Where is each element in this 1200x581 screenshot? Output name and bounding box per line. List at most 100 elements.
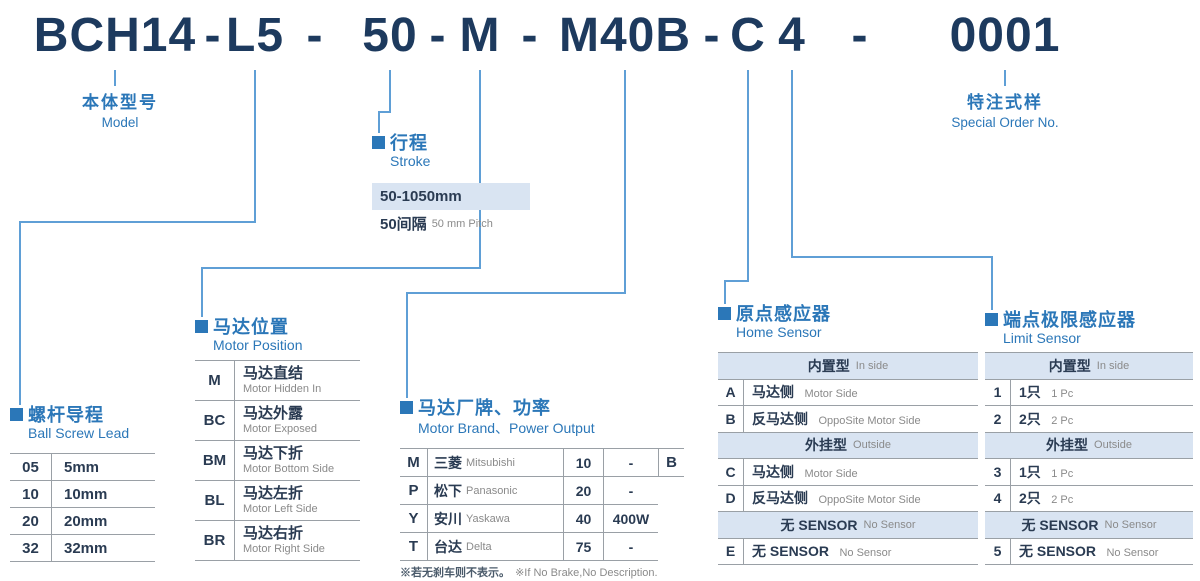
title-segment-limit-sensor: 4 xyxy=(778,9,806,62)
sensor-desc-zh: 2只 xyxy=(1019,490,1041,507)
section-bullet-icon xyxy=(718,306,731,320)
title-dash: - xyxy=(306,9,324,62)
power-code: 75 xyxy=(564,533,604,560)
brand-note: ※若无刹车则不表示。 ※If No Brake,No Description. xyxy=(400,564,684,580)
brand-code: T xyxy=(400,533,428,560)
table-row: Y 安川 Yaskawa 40 400W xyxy=(400,505,658,533)
motor-brand-table: M 三菱 Mitsubishi 10 - B P 松下 Panasonic 20… xyxy=(400,448,684,561)
group-header-en: No Sensor xyxy=(863,518,916,531)
power-code: 20 xyxy=(564,477,604,504)
table-row: M 三菱 Mitsubishi 10 - B xyxy=(400,449,684,477)
special-order-callout-zh: 特注式样 xyxy=(967,93,1043,112)
group-header-zh: 内置型 xyxy=(1048,357,1091,374)
lead-title-zh: 螺杆导程 xyxy=(28,405,104,425)
position-desc-zh: 马达直结 xyxy=(243,364,304,382)
lead-value: 32mm xyxy=(64,539,108,557)
sensor-code: C xyxy=(718,459,744,485)
table-row: B 反马达侧 OppoSite Motor Side xyxy=(718,406,978,433)
group-header-en: In side xyxy=(855,359,889,372)
position-desc-en: Motor Exposed xyxy=(243,423,317,436)
limit-sensor-header: 端点极限感应器 xyxy=(985,308,1193,330)
model-callout-en: Model xyxy=(101,115,139,130)
sensor-desc: 反马达侧 OppoSite Motor Side xyxy=(744,409,921,429)
title-segment-stroke: 50 xyxy=(362,9,418,62)
position-desc-en: Motor Right Side xyxy=(243,543,325,556)
title-segment-motor-brand: M40B xyxy=(558,9,692,62)
title-segment-home-sensor: C xyxy=(730,9,766,62)
home-sensor-section: 原点感应器 Home Sensor 内置型 In side A 马达侧 Moto… xyxy=(718,302,978,565)
position-desc-zh: 马达左折 xyxy=(243,484,304,502)
brand-name-en: Delta xyxy=(466,540,492,553)
sensor-group-header: 外挂型 Outside xyxy=(985,432,1193,459)
table-row: BR 马达右折 Motor Right Side xyxy=(195,521,360,561)
sensor-code: E xyxy=(718,538,744,564)
table-row: BC 马达外露 Motor Exposed xyxy=(195,401,360,441)
brand-note-zh: ※若无刹车则不表示。 xyxy=(400,567,510,579)
lead-title-en: Ball Screw Lead xyxy=(28,425,130,441)
table-row: BM 马达下折 Motor Bottom Side xyxy=(195,441,360,481)
brand-name-zh: 松下 xyxy=(434,482,462,499)
table-row: M 马达直结 Motor Hidden In xyxy=(195,361,360,401)
table-row: BL 马达左折 Motor Left Side xyxy=(195,481,360,521)
sensor-code: B xyxy=(718,406,744,432)
table-row: D 反马达侧 OppoSite Motor Side xyxy=(718,485,978,512)
title-dash: - xyxy=(521,9,539,62)
brand-code: M xyxy=(400,449,428,476)
stroke-pitch-zh: 50间隔 xyxy=(380,216,427,233)
position-desc: 马达右折 Motor Right Side xyxy=(235,525,325,556)
stroke-section-header: 行程 xyxy=(372,131,530,153)
group-header-en: No Sensor xyxy=(1104,518,1157,531)
motor-position-table: M 马达直结 Motor Hidden In BC 马达外露 Motor Exp… xyxy=(195,360,360,561)
power-watt: - xyxy=(628,454,634,471)
limit-sensor-title-zh: 端点极限感应器 xyxy=(1003,310,1136,330)
position-desc: 马达左折 Motor Left Side xyxy=(235,485,318,516)
sensor-desc-en: 2 Pc xyxy=(1051,494,1074,507)
title-dash: - xyxy=(429,9,447,62)
group-header-en: Outside xyxy=(853,439,891,452)
lead-value: 5mm xyxy=(64,458,100,476)
ball-screw-lead-section: 螺杆导程 Ball Screw Lead 05 5mm 10 10mm 20 2… xyxy=(10,403,155,562)
stroke-pitch-en: 50 mm Pitch xyxy=(431,217,493,230)
home-sensor-title-en: Home Sensor xyxy=(736,324,822,340)
table-row: 2 2只 2 Pc xyxy=(985,406,1193,433)
table-row: A 马达侧 Motor Side xyxy=(718,379,978,406)
sensor-desc-en: 1 Pc xyxy=(1051,388,1074,401)
group-header-zh: 外挂型 xyxy=(805,437,848,454)
position-desc: 马达下折 Motor Bottom Side xyxy=(235,445,334,476)
title-dash: - xyxy=(703,9,721,62)
sensor-desc-en: 2 Pc xyxy=(1051,414,1074,427)
table-row: C 马达侧 Motor Side xyxy=(718,459,978,486)
sensor-desc: 1只 1 Pc xyxy=(1011,382,1073,402)
sensor-desc: 1只 1 Pc xyxy=(1011,462,1073,482)
brake-option-cell: B xyxy=(658,449,684,476)
lead-value: 20mm xyxy=(64,512,108,530)
sensor-desc: 2只 2 Pc xyxy=(1011,409,1073,429)
special-order-callout: 特注式样 Special Order No. xyxy=(920,88,1090,130)
title-segment-special-order: 0001 xyxy=(949,9,1061,62)
sensor-group-header: 外挂型 Outside xyxy=(718,432,978,459)
motor-position-title-en: Motor Position xyxy=(213,337,303,353)
brand-name-en: Yaskawa xyxy=(466,512,510,525)
section-bullet-icon xyxy=(372,135,385,149)
sensor-desc-zh: 马达侧 xyxy=(752,384,794,401)
lead-code: 05 xyxy=(10,454,52,480)
sensor-desc-zh: 1只 xyxy=(1019,463,1041,480)
motor-brand-title-zh: 马达厂牌、功率 xyxy=(418,398,551,418)
brand-code: Y xyxy=(400,505,428,532)
position-desc-en: Motor Hidden In xyxy=(243,383,322,396)
lead-code: 20 xyxy=(10,508,52,534)
sensor-group-header: 无 SENSOR No Sensor xyxy=(985,512,1193,539)
sensor-group-header: 无 SENSOR No Sensor xyxy=(718,512,978,539)
brand-name-zh: 三菱 xyxy=(434,454,462,471)
home-sensor-header: 原点感应器 xyxy=(718,302,978,324)
group-header-zh: 无 SENSOR xyxy=(1021,516,1099,533)
motor-brand-title-en: Motor Brand、Power Output xyxy=(418,420,595,436)
group-header-en: In side xyxy=(1096,359,1130,372)
lead-section-header: 螺杆导程 xyxy=(10,403,155,425)
sensor-desc: 无 SENSOR No Sensor xyxy=(1011,541,1158,561)
position-code: BL xyxy=(195,481,235,520)
position-desc: 马达外露 Motor Exposed xyxy=(235,405,317,436)
sensor-desc-en: OppoSite Motor Side xyxy=(818,414,921,427)
limit-sensor-table: 内置型 In side 1 1只 1 Pc 2 2只 2 Pc 外挂型 Outs… xyxy=(985,352,1193,565)
table-row: 1 1只 1 Pc xyxy=(985,379,1193,406)
